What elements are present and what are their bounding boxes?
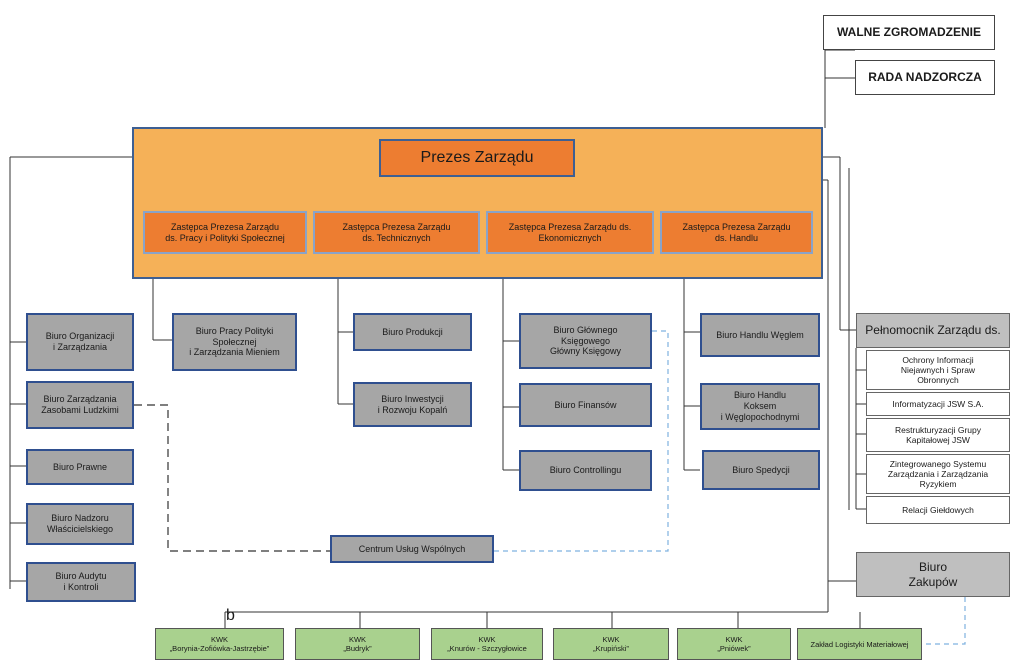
- shared-services-box: Centrum Usług Wspólnych: [330, 535, 494, 563]
- office-audit-box: Biuro Audytu i Kontroli: [26, 562, 136, 602]
- vp-economic-label: Zastępca Prezesa Zarządu ds. Ekonomiczny…: [508, 221, 632, 243]
- mine-box: KWK „Knurów - Szczygłowice: [431, 628, 543, 660]
- supervisory-board-label: RADA NADZORCZA: [868, 70, 982, 85]
- logistics-plant-box: Zakład Logistyki Materiałowej: [797, 628, 922, 660]
- mine-box: KWK „Pniówek”: [677, 628, 791, 660]
- mine-label: KWK „Knurów - Szczygłowice: [447, 635, 527, 653]
- vp-technical-box: Zastępca Prezesa Zarządu ds. Technicznyc…: [313, 211, 480, 254]
- vp-labor-box: Zastępca Prezesa Zarządu ds. Pracy i Pol…: [143, 211, 307, 254]
- plenipotentiary-item-label: Relacji Giełdowych: [902, 504, 974, 515]
- plenipotentiary-item: Ochrony Informacji Niejawnych i Spraw Ob…: [866, 350, 1010, 390]
- plenipotentiary-item-label: Zintegrowanego Systemu Zarządzania i Zar…: [887, 458, 989, 490]
- office-finance-label: Biuro Finansów: [554, 399, 617, 410]
- office-organization-box: Biuro Organizacji i Zarządzania: [26, 313, 134, 371]
- plenipotentiary-item: Restrukturyzacji Grupy Kapitałowej JSW: [866, 418, 1010, 452]
- plenipotentiary-item: Informatyzacji JSW S.A.: [866, 392, 1010, 416]
- office-shipping-label: Biuro Spedycji: [732, 464, 790, 475]
- shared-services-label: Centrum Usług Wspólnych: [358, 543, 466, 554]
- office-production-label: Biuro Produkcji: [382, 326, 443, 337]
- mine-box: KWK „Budryk”: [295, 628, 420, 660]
- office-organization-label: Biuro Organizacji i Zarządzania: [45, 331, 115, 352]
- plenipotentiary-item: Zintegrowanego Systemu Zarządzania i Zar…: [866, 454, 1010, 494]
- office-coke-trade-box: Biuro Handlu Koksem i Węglopochodnymi: [700, 383, 820, 430]
- office-coke-trade-label: Biuro Handlu Koksem i Węglopochodnymi: [720, 390, 800, 422]
- office-investment-box: Biuro Inwestycji i Rozwoju Kopalń: [353, 382, 472, 427]
- office-hr-box: Biuro Zarządzania Zasobami Ludzkimi: [26, 381, 134, 429]
- office-hr-label: Biuro Zarządzania Zasobami Ludzkimi: [41, 394, 119, 415]
- logistics-plant-label: Zakład Logistyki Materiałowej: [810, 639, 909, 649]
- vp-technical-label: Zastępca Prezesa Zarządu ds. Technicznyc…: [342, 221, 451, 243]
- mine-label: KWK „Krupiński”: [593, 635, 629, 653]
- office-investment-label: Biuro Inwestycji i Rozwoju Kopalń: [377, 393, 448, 415]
- office-coal-trade-label: Biuro Handlu Węglem: [716, 329, 804, 340]
- ceo-box: Prezes Zarządu: [379, 139, 575, 177]
- vp-trade-label: Zastępca Prezesa Zarządu ds. Handlu: [682, 221, 791, 243]
- vp-trade-box: Zastępca Prezesa Zarządu ds. Handlu: [660, 211, 813, 254]
- supervisory-board-box: RADA NADZORCZA: [855, 60, 995, 95]
- mine-box: KWK „Borynia-Zofiówka-Jastrzębie”: [155, 628, 284, 660]
- office-labor-policy-label: Biuro Pracy Polityki Społecznej i Zarząd…: [189, 325, 280, 358]
- office-finance-box: Biuro Finansów: [519, 383, 652, 427]
- plenipotentiary-item: Relacji Giełdowych: [866, 496, 1010, 524]
- plenipotentiary-item-label: Ochrony Informacji Niejawnych i Spraw Ob…: [900, 354, 976, 386]
- mine-label: KWK „Budryk”: [343, 635, 372, 653]
- plenipotentiary-header-label: Pełnomocnik Zarządu ds.: [865, 323, 1001, 338]
- general-assembly-label: WALNE ZGROMADZENIE: [837, 25, 981, 40]
- office-controlling-box: Biuro Controllingu: [519, 450, 652, 491]
- plenipotentiary-item-label: Restrukturyzacji Grupy Kapitałowej JSW: [895, 424, 981, 445]
- vp-labor-label: Zastępca Prezesa Zarządu ds. Pracy i Pol…: [165, 221, 285, 243]
- purchasing-office-label: Biuro Zakupów: [908, 560, 958, 589]
- mine-label: KWK „Pniówek”: [717, 635, 751, 653]
- ceo-label: Prezes Zarządu: [420, 149, 534, 167]
- purchasing-office-box: Biuro Zakupów: [856, 552, 1010, 597]
- general-assembly-box: WALNE ZGROMADZENIE: [823, 15, 995, 50]
- mine-box: KWK „Krupiński”: [553, 628, 669, 660]
- office-controlling-label: Biuro Controllingu: [549, 465, 622, 476]
- vp-economic-box: Zastępca Prezesa Zarządu ds. Ekonomiczny…: [486, 211, 654, 254]
- office-production-box: Biuro Produkcji: [353, 313, 472, 351]
- office-legal-label: Biuro Prawne: [52, 461, 108, 472]
- plenipotentiary-item-label: Informatyzacji JSW S.A.: [892, 398, 984, 409]
- office-labor-policy-box: Biuro Pracy Polityki Społecznej i Zarząd…: [172, 313, 297, 371]
- office-audit-label: Biuro Audytu i Kontroli: [55, 571, 107, 592]
- office-ownership-box: Biuro Nadzoru Właścicielskiego: [26, 503, 134, 545]
- office-coal-trade-box: Biuro Handlu Węglem: [700, 313, 820, 357]
- plenipotentiary-header: Pełnomocnik Zarządu ds.: [856, 313, 1010, 348]
- office-chief-accountant-label: Biuro Głównego Księgowego Główny Księgow…: [549, 324, 622, 357]
- stray-mark: b: [226, 607, 235, 624]
- office-chief-accountant-box: Biuro Głównego Księgowego Główny Księgow…: [519, 313, 652, 369]
- office-ownership-label: Biuro Nadzoru Właścicielskiego: [46, 513, 114, 534]
- office-shipping-box: Biuro Spedycji: [702, 450, 820, 490]
- office-legal-box: Biuro Prawne: [26, 449, 134, 485]
- mine-label: KWK „Borynia-Zofiówka-Jastrzębie”: [169, 635, 270, 653]
